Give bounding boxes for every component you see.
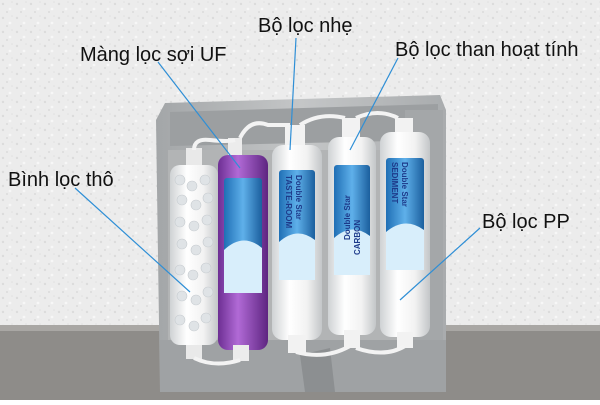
label-carbon-filter: Bộ lọc than hoạt tính [395,39,579,61]
pp-filter-cartridge: Double Star SEDIMENT [380,118,430,348]
cartridge-brand-print-3: Double Star [400,162,409,207]
cartridge-carbon-print: CARBON [353,220,362,255]
coarse-filter-cartridge [170,148,218,359]
label-pp-filter: Bộ lọc PP [482,211,570,233]
uf-membrane-cartridge [218,138,268,361]
label-light-filter: Bộ lọc nhẹ [258,15,353,37]
cartridge-sediment-print: SEDIMENT [390,162,399,203]
leader-line-light [289,37,297,151]
label-uf-membrane: Màng lọc sợi UF [80,44,227,66]
connector-tubes [192,111,407,366]
leader-line-pp [399,227,481,301]
cartridge-model-print: TASTE-ROOM [284,175,293,229]
cartridge-brand-print: Double Star [294,175,303,220]
leader-line-uf [157,61,241,169]
leader-line-carbon [349,57,399,151]
light-filter-cartridge: Double Star TASTE-ROOM [272,125,322,353]
leader-line-coarse [74,187,191,293]
carbon-filter-cartridge: Double Star CARBON [328,118,376,348]
cartridge-brand-print-2: Double Star [343,195,352,240]
label-coarse-filter: Bình lọc thô [8,169,114,191]
